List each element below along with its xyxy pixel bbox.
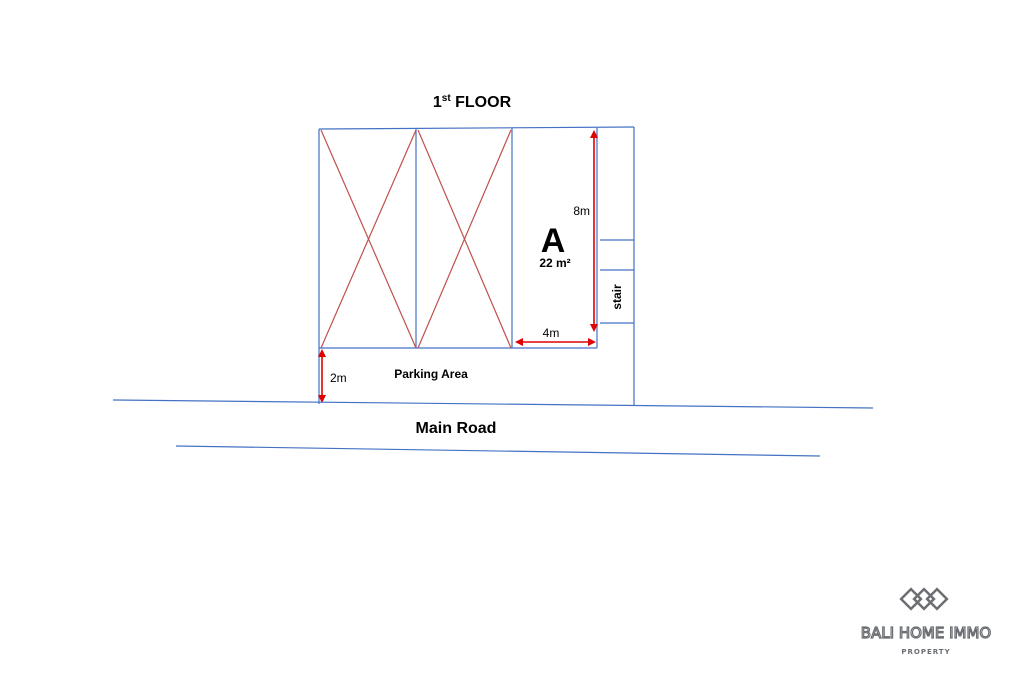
stair-label: stair — [610, 284, 624, 310]
parking-area-label: Parking Area — [394, 367, 468, 381]
main-road-label: Main Road — [416, 420, 497, 437]
logo-name: BALI HOME IMMO — [861, 624, 992, 642]
floor-title: 1st FLOOR — [433, 93, 512, 111]
dimension-arrows — [318, 130, 598, 403]
height-dimension: 8m — [573, 204, 590, 218]
parking-dimension: 2m — [330, 371, 347, 385]
width-dimension: 4m — [543, 326, 560, 340]
logo-subtitle: PROPERTY — [901, 648, 950, 656]
unavailable-cross-marks — [320, 129, 512, 349]
company-logo: BALI HOME IMMO PROPERTY — [860, 587, 992, 656]
diamond-logo-icon — [899, 587, 949, 611]
unit-label: A — [541, 222, 566, 260]
unit-area: 22 m² — [539, 256, 570, 270]
road-lines — [112, 399, 874, 457]
